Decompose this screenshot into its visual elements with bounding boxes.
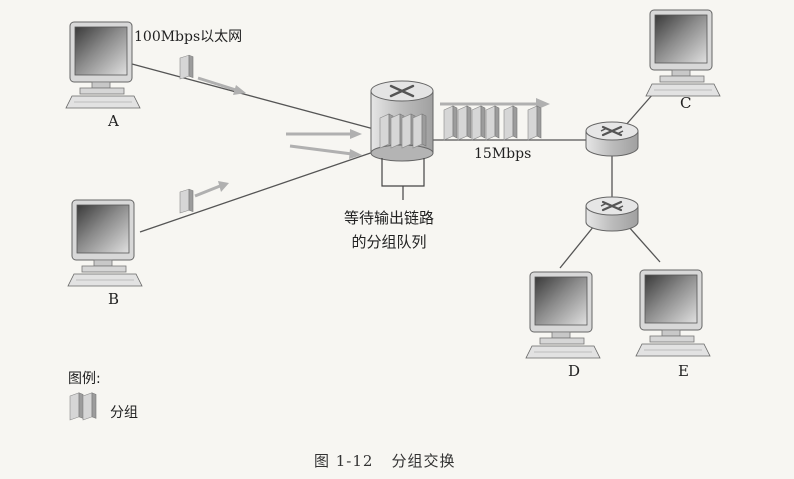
legend-title: 图例: (68, 371, 101, 387)
wan-link-label: 15Mbps (474, 146, 532, 162)
legend-packet-icon (69, 392, 97, 421)
figure-number: 图 1-12 (314, 452, 374, 470)
legend-packet-label: 分组 (110, 405, 138, 421)
link-b-router (139, 147, 386, 233)
queue-label: 等待输出链路 的分组队列 (344, 206, 434, 254)
host-e (635, 269, 711, 357)
host-a-label: A (108, 112, 119, 130)
host-a (65, 21, 141, 109)
host-d (525, 271, 601, 359)
host-c (645, 9, 721, 97)
link-a-router (131, 63, 386, 133)
queue-bracket (381, 158, 425, 200)
host-c-label: C (680, 94, 692, 112)
router-queue (370, 80, 434, 162)
host-e-label: E (678, 362, 689, 380)
host-b (67, 199, 143, 287)
router-c-side (584, 120, 640, 158)
packet-b (179, 188, 194, 214)
host-d-label: D (568, 362, 581, 380)
output-packets (443, 105, 542, 141)
queue-label-line1: 等待输出链路 (344, 209, 435, 227)
router-de-side (584, 195, 640, 233)
figure-caption: 图 1-12 分组交换 (314, 450, 455, 471)
figure-title: 分组交换 (391, 452, 456, 470)
queued-packets (379, 113, 427, 149)
host-b-label: B (108, 290, 120, 308)
queue-label-line2: 的分组队列 (351, 233, 427, 251)
packet-a (179, 54, 194, 80)
link-router-d (559, 225, 595, 269)
ethernet-link-label: 100Mbps以太网 (134, 29, 243, 45)
link-router-e (627, 225, 661, 263)
